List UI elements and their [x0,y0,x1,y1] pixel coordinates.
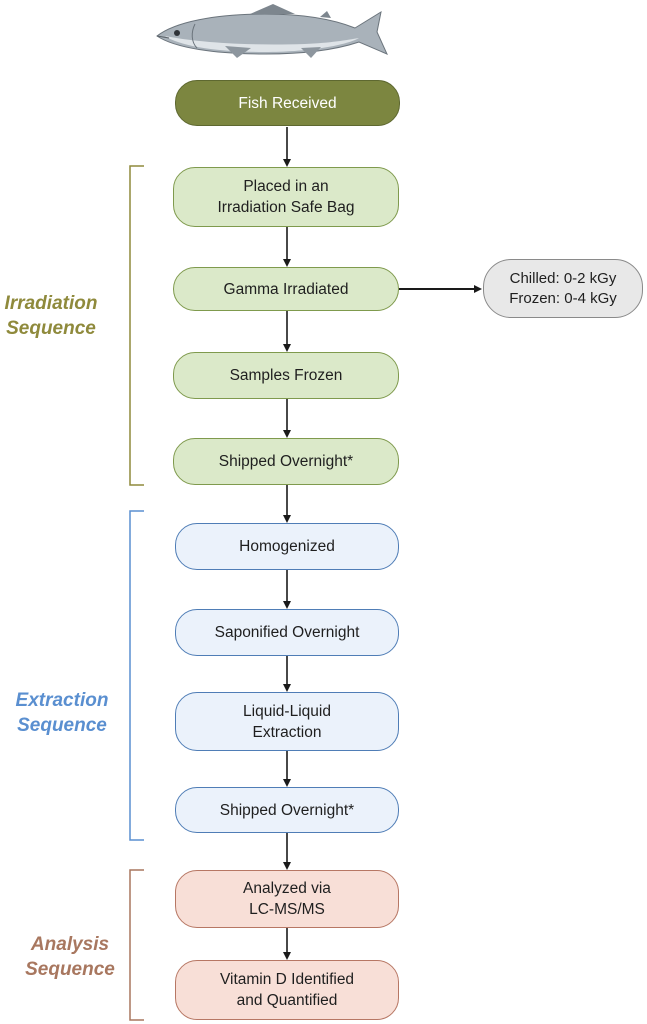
homogenized-node: Homogenized [175,523,399,570]
saponified-node: Saponified Overnight [175,609,399,656]
shipped-overnight-node-2: Shipped Overnight* [175,787,399,833]
extraction-bracket [129,510,144,841]
extraction-sequence-label: Extraction Sequence [15,690,109,736]
dose-node: Chilled: 0-2 kGy Frozen: 0-4 kGy [483,259,643,318]
vitamin-d-node: Vitamin D Identified and Quantified [175,960,399,1020]
irradiation-bracket [129,165,144,486]
salmon-icon [156,4,388,58]
analysis-sequence-label: Analysis Sequence [25,934,115,980]
samples-frozen-node: Samples Frozen [173,352,399,399]
placed-bag-node: Placed in an Irradiation Safe Bag [173,167,399,227]
liquid-liquid-extraction-node: Liquid-Liquid Extraction [175,692,399,751]
gamma-irradiated-node: Gamma Irradiated [173,267,399,311]
analysis-bracket [129,869,144,1021]
fish-received-node: Fish Received [175,80,400,126]
shipped-overnight-node-1: Shipped Overnight* [173,438,399,485]
irradiation-sequence-label: Irradiation Sequence [4,293,98,339]
analyzed-node: Analyzed via LC-MS/MS [175,870,399,928]
